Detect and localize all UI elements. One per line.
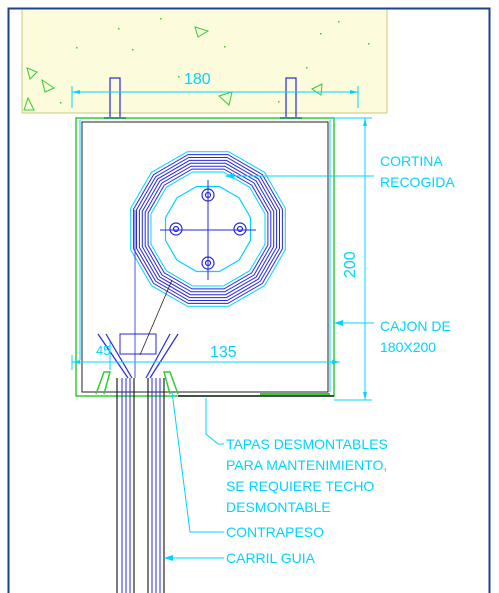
label-tapas-line2: PARA MANTENIMIENTO,: [226, 457, 387, 473]
curtain-ring: [138, 159, 278, 299]
shaft-bolt: [201, 256, 215, 270]
label-cortina-line2: RECOGIDA: [380, 174, 455, 190]
curtain-ring: [150, 171, 266, 287]
leader-lines: [164, 173, 374, 561]
curtain-shaft: [160, 180, 256, 280]
hatch-triangle: [218, 91, 233, 106]
box-outline-inner: [81, 121, 329, 393]
hatch-triangle: [41, 78, 56, 93]
curtain-ring: [144, 165, 272, 293]
concrete-slab: [21, 10, 388, 119]
curtain-ring: [147, 168, 269, 290]
leader-tapas: [205, 398, 224, 445]
frame-border: [7, 7, 491, 593]
dimension-135-label: 135: [210, 344, 237, 361]
dimension-180: 180: [71, 71, 359, 108]
label-carril-guia: CARRIL GUIA: [226, 550, 316, 566]
shaft-bolt: [233, 222, 247, 236]
hatch-triangle: [194, 26, 210, 38]
rail-funnel-box: [119, 333, 157, 355]
hatch-dots: [60, 18, 370, 104]
dimension-180-label: 180: [184, 71, 211, 88]
dimension-45-label: 45: [96, 343, 110, 358]
rolled-curtain: [130, 151, 286, 307]
curtain-fall-line: [139, 279, 173, 356]
slab-fill: [22, 10, 387, 113]
hatch-triangle: [23, 96, 35, 111]
curtain-core-ring: [164, 185, 252, 273]
label-cajon-line2: 180X200: [380, 339, 436, 355]
label-cajon-line1: CAJON DE: [380, 318, 451, 334]
label-tapas-line1: TAPAS DESMONTABLES: [226, 436, 388, 452]
label-cortina-line1: CORTINA: [380, 153, 443, 169]
shaft-bolt: [169, 222, 183, 236]
hatch-triangle: [26, 67, 38, 80]
box-housing: [75, 117, 335, 397]
dimension-200: 200: [332, 117, 372, 401]
curtain-ring: [130, 151, 286, 307]
bottom-lip-left: [95, 371, 111, 395]
label-tapas-line4: DESMONTABLE: [226, 499, 331, 515]
guide-rail: [97, 333, 179, 593]
label-tapas-line3: SE REQUIERE TECHO: [226, 478, 374, 494]
label-contrapeso: CONTRAPESO: [226, 524, 324, 540]
bottom-lip-right: [163, 371, 179, 395]
leader-contrapeso: [171, 391, 224, 533]
curtain-ring: [136, 157, 280, 301]
dimension-135: 135 45: [71, 342, 340, 370]
curtain-ring: [133, 154, 283, 304]
curtain-ring: [141, 162, 275, 296]
box-outline-outer: [75, 117, 335, 397]
dimension-200-label: 200: [342, 251, 359, 278]
shaft-bolt: [201, 188, 215, 202]
